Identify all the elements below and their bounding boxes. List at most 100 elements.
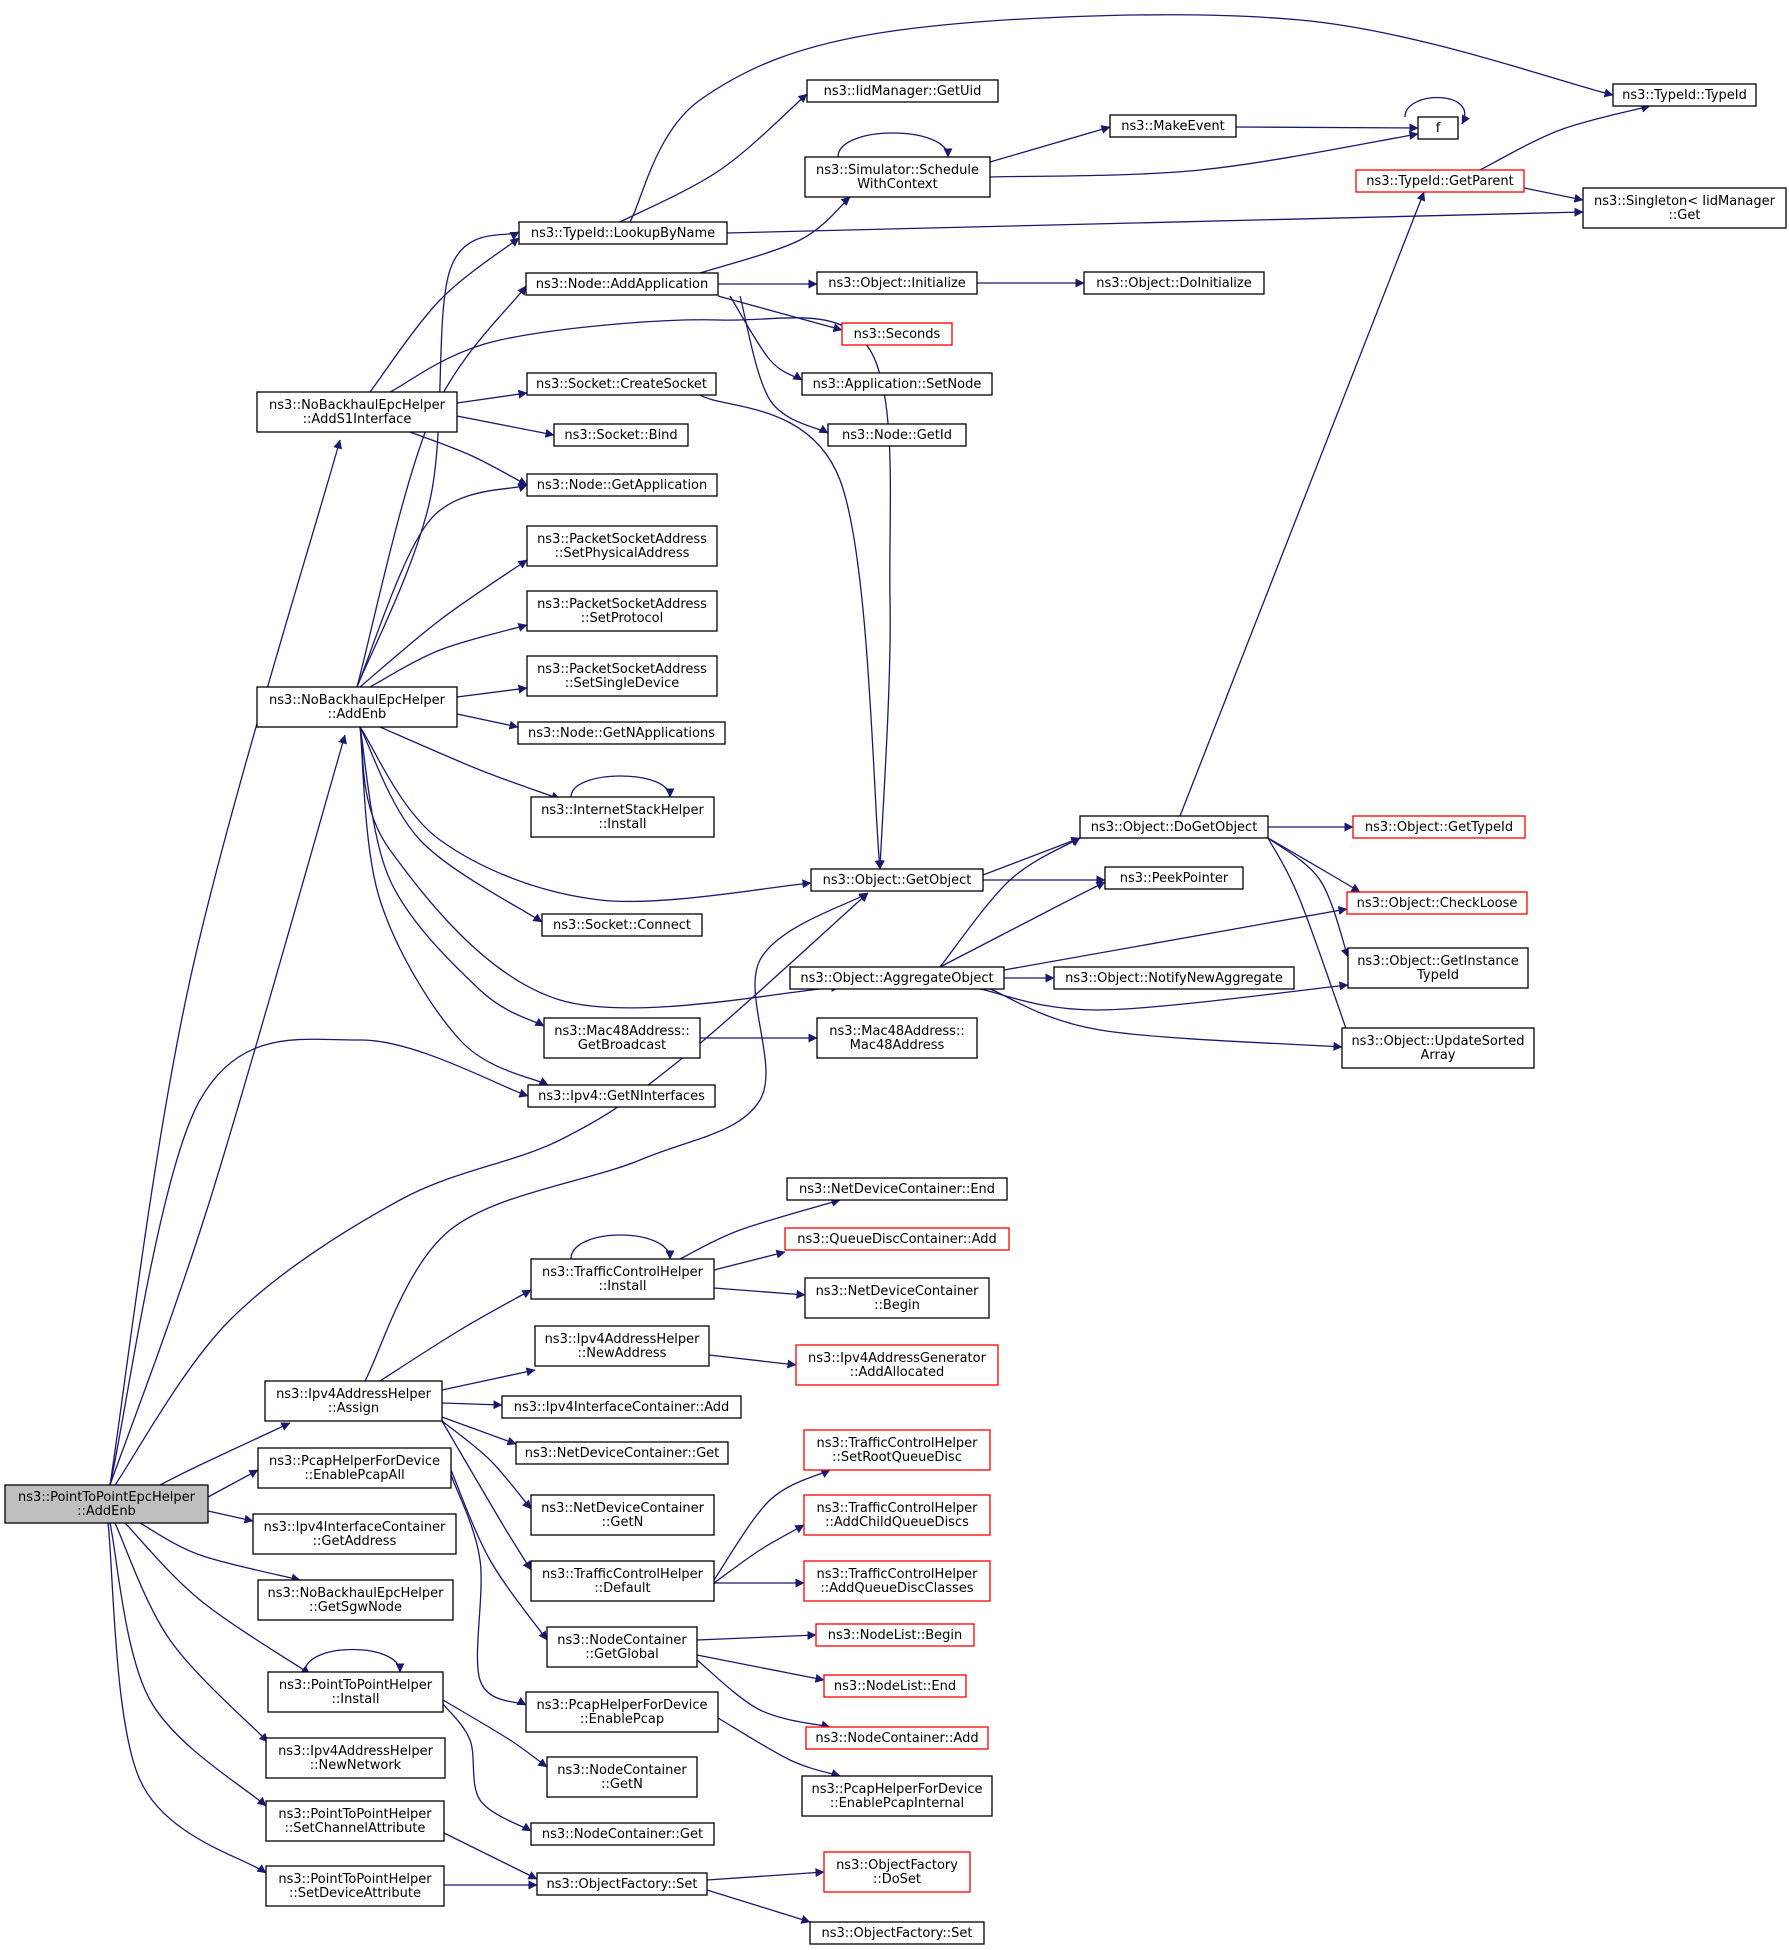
node-mac-ctor[interactable]: ns3::Mac48Address::Mac48Address [816,1017,978,1059]
node-nc-global[interactable]: ns3::NodeContainer::GetGlobal [546,1626,698,1668]
node-psa-single[interactable]: ns3::PacketSocketAddress::SetSingleDevic… [526,655,718,697]
node-box [530,796,715,838]
node-ndc-begin[interactable]: ns3::NetDeviceContainer::Begin [804,1277,990,1319]
node-app-setnode[interactable]: ns3::Application::SetNode [801,372,993,396]
node-tch-addchild[interactable]: ns3::TrafficControlHelper::AddChildQueue… [803,1494,991,1536]
node-of-set[interactable]: ns3::ObjectFactory::Set [536,1872,708,1896]
node-sgw[interactable]: ns3::NoBackhaulEpcHelper::GetSgwNode [257,1579,454,1621]
node-makeevent[interactable]: ns3::MakeEvent [1109,114,1237,138]
node-box [801,1775,993,1817]
node-tch-install[interactable]: ns3::TrafficControlHelper::Install [530,1258,715,1300]
call-edge-root-to-p2p_setchan [109,1522,267,1807]
node-qdc-add[interactable]: ns3::QueueDiscContainer::Add [784,1227,1010,1251]
node-ipv4h-newnet[interactable]: ns3::Ipv4AddressHelper::NewNetwork [265,1737,446,1779]
node-peekpointer[interactable]: ns3::PeekPointer [1104,866,1244,890]
node-tch-setroot[interactable]: ns3::TrafficControlHelper::SetRootQueueD… [803,1429,991,1471]
node-tch-default[interactable]: ns3::TrafficControlHelper::Default [530,1560,715,1602]
node-box [786,1177,1008,1201]
node-getapp[interactable]: ns3::Node::GetApplication [526,473,718,497]
node-box [530,1258,715,1300]
node-p2p-setchan[interactable]: ns3::PointToPointHelper::SetChannelAttri… [265,1800,445,1842]
node-box [525,1691,719,1733]
node-obj-doinit[interactable]: ns3::Object::DoInitialize [1083,271,1265,295]
node-of-doset[interactable]: ns3::ObjectFactory::DoSet [823,1851,971,1893]
node-ns-adds1[interactable]: ns3::NoBackhaulEpcHelper::AddS1Interface [256,391,458,433]
node-box [501,1395,742,1419]
node-node-getid[interactable]: ns3::Node::GetId [827,423,967,447]
node-mac-bcast[interactable]: ns3::Mac48Address::GetBroadcast [543,1017,701,1059]
node-nl-begin[interactable]: ns3::NodeList::Begin [815,1623,975,1647]
node-p2p-install[interactable]: ns3::PointToPointHelper::Install [267,1671,444,1713]
node-ifc-add[interactable]: ns3::Ipv4InterfaceContainer::Add [501,1395,742,1419]
node-ndc-getn[interactable]: ns3::NetDeviceContainer::GetN [530,1494,715,1536]
node-createsock[interactable]: ns3::Socket::CreateSocket [526,372,717,396]
node-label: ns3::Ipv4::GetNInterfaces [538,1089,705,1104]
call-edge-aggregate-to-dogetobject [939,837,1081,968]
node-ns-addenb[interactable]: ns3::NoBackhaulEpcHelper::AddEnb [256,686,458,728]
node-box [810,868,984,892]
call-edge-p2p_install-to-nc_get [442,1703,532,1832]
call-edge-sim_sched-to-makeevent [989,125,1111,163]
node-aggregate[interactable]: ns3::Object::AggregateObject [789,966,1005,990]
call-nodes: ns3::PointToPointEpcHelper::AddEnbns3::N… [4,79,1787,1945]
node-label: ns3::Seconds [854,327,941,342]
node-box [530,1494,715,1536]
node-label: ns3::TypeId::LookupByName [531,226,715,241]
node-tch-addclasses[interactable]: ns3::TrafficControlHelper::AddQueueDiscC… [803,1560,991,1602]
node-addapp[interactable]: ns3::Node::AddApplication [525,272,719,296]
node-box [265,1865,445,1907]
node-f[interactable]: f [1417,116,1459,140]
node-box [1053,966,1295,990]
node-singleton[interactable]: ns3::Singleton< IidManager::Get [1582,187,1787,229]
call-edge-root-to-ipv4h_assign [159,1422,291,1486]
node-ipv4h-assign[interactable]: ns3::Ipv4AddressHelper::Assign [264,1380,443,1422]
node-nc-add[interactable]: ns3::NodeContainer::Add [805,1726,989,1750]
node-ipv4h-newaddr[interactable]: ns3::Ipv4AddressHelper::NewAddress [534,1325,710,1367]
node-nc-get[interactable]: ns3::NodeContainer::Get [530,1822,715,1846]
node-label: ns3::Ipv4InterfaceContainer::Add [514,1400,730,1415]
node-nl-end[interactable]: ns3::NodeList::End [823,1674,967,1698]
call-edge-dogetobject-to-getinst [1267,837,1350,958]
node-iid-getuid[interactable]: ns3::IidManager::GetUid [806,79,999,103]
node-label: ns3::Node::GetId [842,428,952,443]
node-p2p-setdev[interactable]: ns3::PointToPointHelper::SetDeviceAttrib… [265,1865,445,1907]
call-edge-nc_global-to-nl_end [696,1654,825,1683]
node-seconds[interactable]: ns3::Seconds [841,322,953,346]
node-getnif[interactable]: ns3::Ipv4::GetNInterfaces [527,1084,716,1108]
node-psa-proto[interactable]: ns3::PacketSocketAddress::SetProtocol [526,590,718,632]
call-edge-tch_install-to-ndc_end [679,1198,841,1260]
node-ndc-end[interactable]: ns3::NetDeviceContainer::End [786,1177,1008,1201]
node-label: ::SetSingleDevice [565,676,680,691]
node-bind[interactable]: ns3::Socket::Bind [553,423,689,447]
node-ndc-get[interactable]: ns3::NetDeviceContainer::Get [515,1441,729,1465]
node-lookup[interactable]: ns3::TypeId::LookupByName [518,221,728,245]
call-edge-addapp-to-seconds [717,295,843,333]
node-ifc-getaddr[interactable]: ns3::Ipv4InterfaceContainer::GetAddress [252,1513,457,1555]
node-obj-init[interactable]: ns3::Object::Initialize [816,271,978,295]
node-getobject[interactable]: ns3::Object::GetObject [810,868,984,892]
node-pcap-internal[interactable]: ns3::PcapHelperForDevice::EnablePcapInte… [801,1775,993,1817]
node-pcap-all[interactable]: ns3::PcapHelperForDevice::EnablePcapAll [257,1447,452,1489]
node-label: ns3::TrafficControlHelper [816,1436,978,1451]
node-dogetobject[interactable]: ns3::Object::DoGetObject [1079,815,1269,839]
node-connect[interactable]: ns3::Socket::Connect [541,913,703,937]
node-typeid-ctor[interactable]: ns3::TypeId::TypeId [1612,83,1757,107]
node-notifynew[interactable]: ns3::Object::NotifyNewAggregate [1053,966,1295,990]
node-of-set2[interactable]: ns3::ObjectFactory::Set [809,1921,985,1945]
node-checkloose[interactable]: ns3::Object::CheckLoose [1346,891,1528,915]
node-gettypeid[interactable]: ns3::Object::GetTypeId [1352,815,1526,839]
node-psa-phys[interactable]: ns3::PacketSocketAddress::SetPhysicalAdd… [526,525,718,567]
node-ish-install[interactable]: ns3::InternetStackHelper::Install [530,796,715,838]
node-nc-getn[interactable]: ns3::NodeContainer::GetN [546,1756,698,1798]
node-label: ns3::PacketSocketAddress [537,532,707,547]
call-edge-aggregate-to-getinst [979,981,1349,1011]
node-root[interactable]: ns3::PointToPointEpcHelper::AddEnb [4,1484,209,1524]
node-getparent[interactable]: ns3::TypeId::GetParent [1355,169,1525,193]
node-ipv4gen-alloc[interactable]: ns3::Ipv4AddressGenerator::AddAllocated [795,1344,999,1386]
node-pcap-enable[interactable]: ns3::PcapHelperForDevice::EnablePcap [525,1691,719,1733]
node-label: ns3::PacketSocketAddress [537,597,707,612]
node-getnapps[interactable]: ns3::Node::GetNApplications [517,721,726,745]
